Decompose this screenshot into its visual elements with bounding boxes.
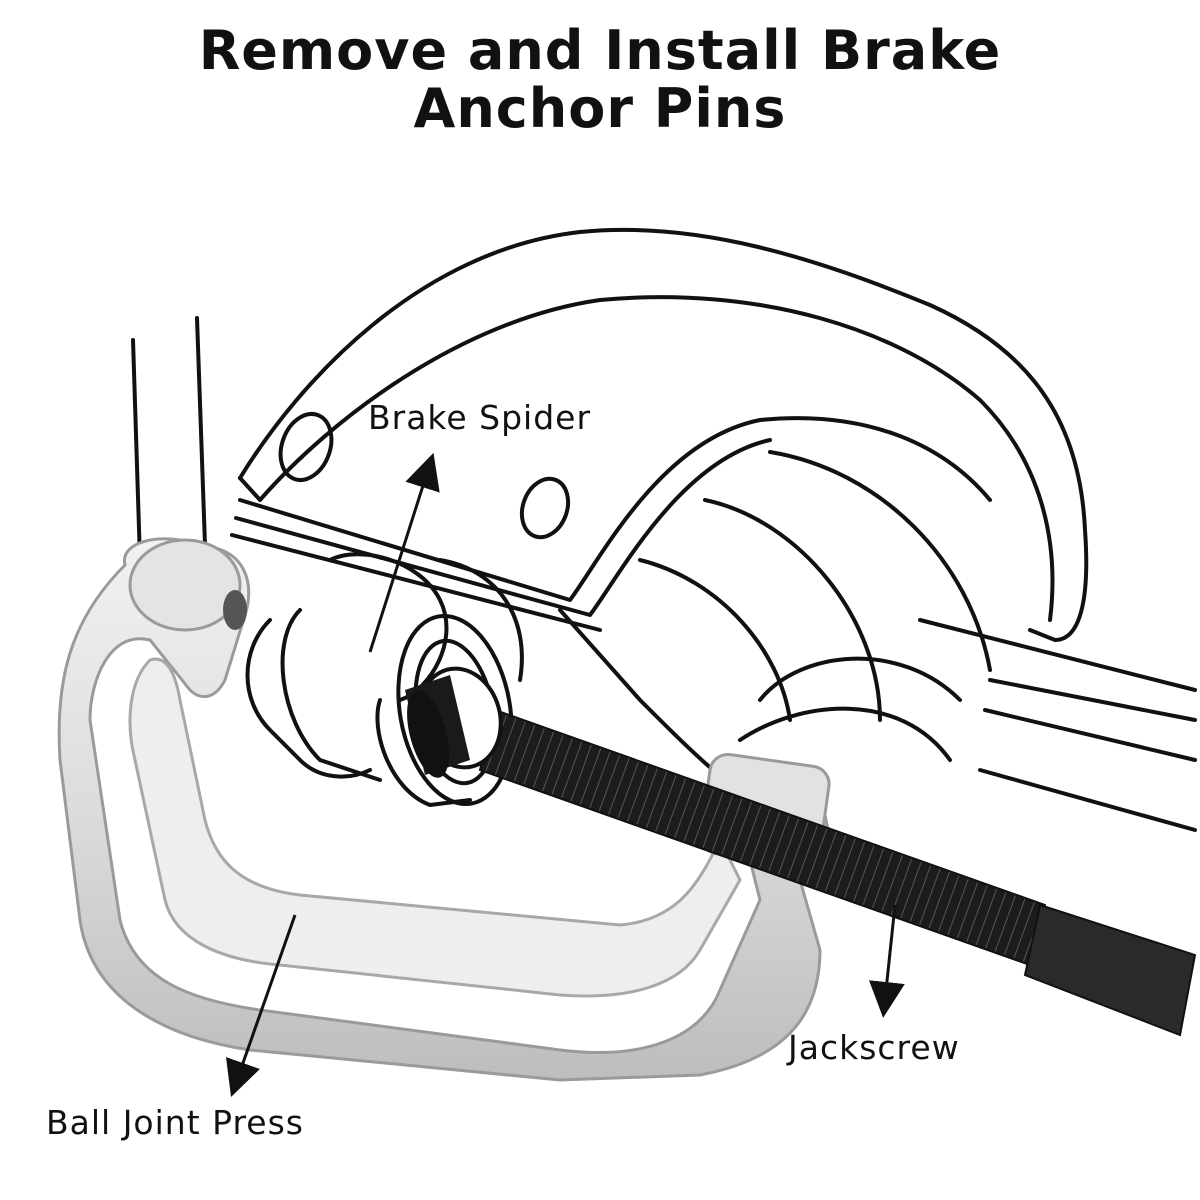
brake-shoe-line-art (131, 227, 1197, 832)
title-line-2: Anchor Pins (413, 77, 787, 140)
ball-joint-press (57, 537, 832, 1082)
brake-spider-arrow (368, 452, 440, 653)
jackscrew-arrow (868, 904, 905, 1018)
jackscrew (405, 666, 1197, 1037)
brake-spider-label: Brake Spider (368, 398, 592, 437)
jackscrew-label: Jackscrew (788, 1028, 960, 1067)
ball-joint-press-label: Ball Joint Press (46, 1103, 304, 1142)
page-title: Remove and Install Brake Anchor Pins (0, 22, 1200, 138)
title-line-1: Remove and Install Brake (198, 19, 1002, 82)
ball-joint-press-arrow (225, 914, 297, 1097)
